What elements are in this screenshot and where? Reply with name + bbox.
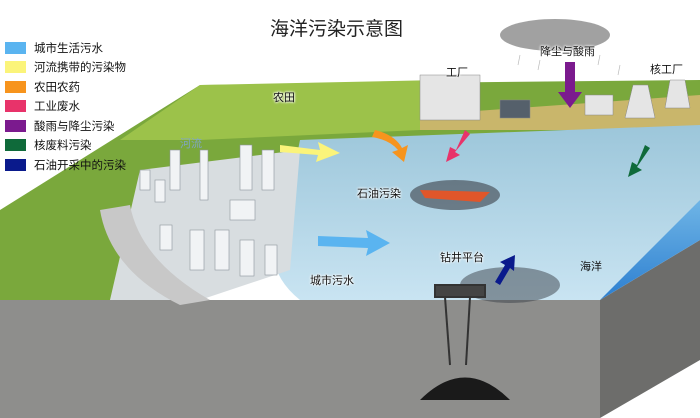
arrow-river-pollutants	[280, 142, 340, 162]
legend-swatch	[5, 158, 26, 171]
buildings	[139, 144, 278, 277]
label-oil-pollution: 石油污染	[357, 187, 401, 200]
legend-item: 城市生活污水	[5, 38, 126, 58]
oil-tanker	[420, 190, 490, 202]
legend-label: 酸雨与降尘污染	[34, 118, 115, 133]
legend-label: 城市生活污水	[34, 40, 103, 55]
legend-item: 河流携带的污染物	[5, 58, 126, 78]
legend-label: 河流携带的污染物	[34, 60, 126, 75]
arrow-urban-sewage	[318, 230, 390, 256]
pollution-arrows	[280, 62, 650, 285]
label-dust-acid-rain: 降尘与酸雨	[540, 45, 595, 58]
arrow-nuclear-waste	[628, 145, 650, 177]
legend-item: 农田农药	[5, 77, 126, 97]
legend-item: 工业废水	[5, 97, 126, 117]
legend-item: 核废料污染	[5, 136, 126, 156]
factory-buildings	[419, 74, 691, 121]
legend-item: 酸雨与降尘污染	[5, 116, 126, 136]
legend-label: 工业废水	[34, 99, 80, 114]
label-river: 河流	[180, 137, 202, 150]
legend-label: 石油开采中的污染	[34, 157, 126, 172]
label-drilling-platform: 钻井平台	[440, 251, 484, 264]
legend: 城市生活污水 河流携带的污染物 农田农药 工业废水 酸雨与降尘污染 核废料污染 …	[5, 38, 126, 175]
arrow-farm-pesticide	[372, 130, 408, 162]
drilling-platform	[434, 284, 486, 366]
road	[100, 205, 210, 305]
arrow-acid-rain	[558, 62, 582, 108]
farmland	[120, 80, 440, 140]
label-factory: 工厂	[446, 66, 468, 79]
sea-surface	[272, 125, 700, 300]
diagram-title: 海洋污染示意图	[270, 18, 404, 40]
label-ocean: 海洋	[580, 260, 602, 273]
legend-label: 农田农药	[34, 79, 80, 94]
legend-swatch	[5, 100, 26, 113]
arrow-industrial-wastewater	[446, 130, 470, 162]
cloud	[500, 19, 610, 51]
arrow-oil-extraction	[495, 255, 515, 285]
label-urban-sewage: 城市污水	[310, 274, 354, 287]
label-nuclear-plant: 核工厂	[650, 63, 683, 76]
label-farmland: 农田	[273, 91, 295, 104]
soil-layer	[0, 300, 600, 418]
legend-swatch	[5, 139, 26, 152]
legend-label: 核废料污染	[34, 138, 92, 153]
legend-swatch	[5, 80, 26, 93]
soil-side	[600, 240, 700, 418]
oil-deposit	[420, 377, 510, 400]
legend-swatch	[5, 41, 26, 54]
legend-item: 石油开采中的污染	[5, 155, 126, 175]
legend-swatch	[5, 61, 26, 74]
legend-swatch	[5, 119, 26, 132]
rain	[517, 54, 621, 76]
